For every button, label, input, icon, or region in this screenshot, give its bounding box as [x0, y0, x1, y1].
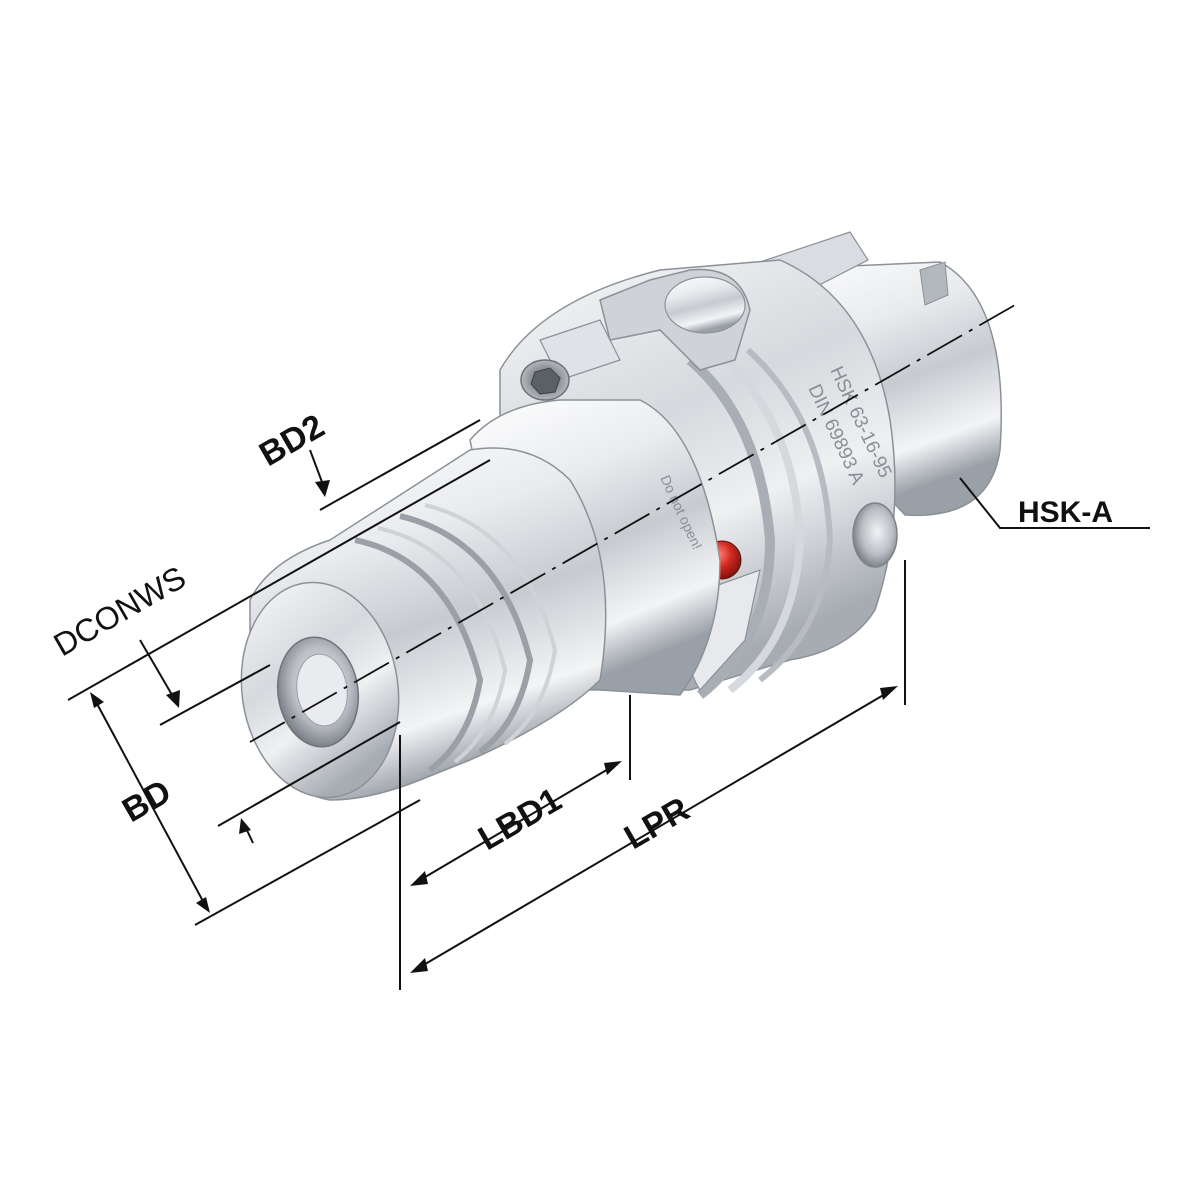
label-lbd1: LBD1: [472, 781, 568, 858]
dimension-lines: [67, 419, 1150, 990]
socket-screw: [520, 359, 570, 401]
label-dconws: DCONWS: [48, 559, 192, 663]
tool-body: [240, 231, 1002, 801]
label-bd2: BD2: [253, 407, 331, 474]
side-hole: [852, 502, 898, 568]
label-bd: BD: [116, 772, 178, 829]
center-axis: [249, 304, 1016, 743]
label-lpr: LPR: [618, 790, 696, 857]
label-hsk-a: HSK-A: [1018, 496, 1113, 529]
